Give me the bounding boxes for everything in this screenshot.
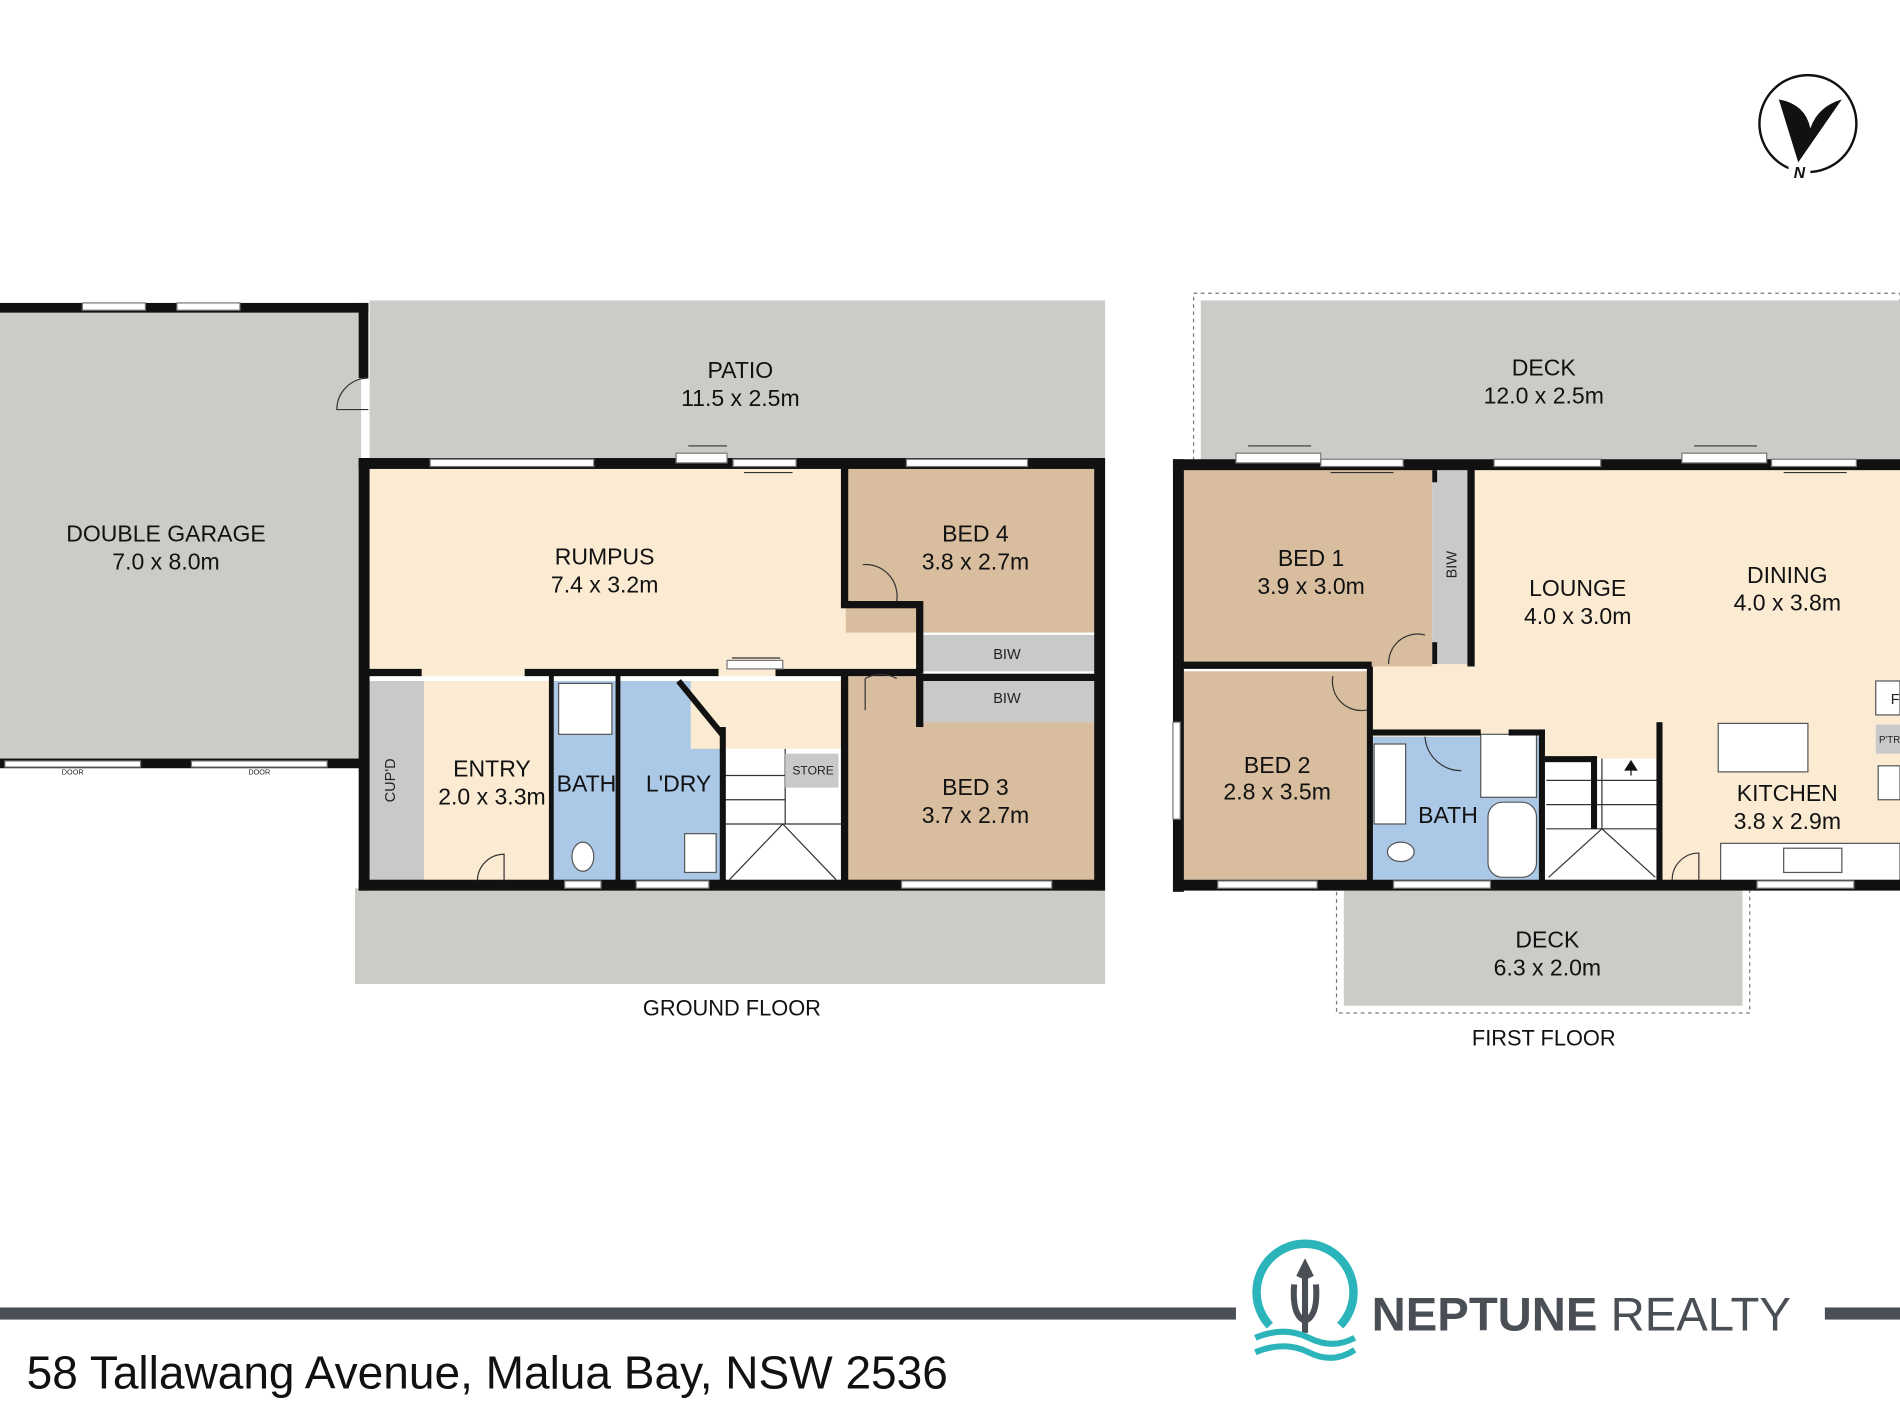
north-arrow-icon: N <box>1758 73 1858 182</box>
biw-bed3 <box>920 678 1098 723</box>
svg-text:ENTRY: ENTRY <box>453 756 531 782</box>
svg-text:3.8 x 2.9m: 3.8 x 2.9m <box>1734 808 1841 834</box>
svg-text:BIW: BIW <box>1445 551 1461 579</box>
double-garage <box>0 310 362 764</box>
svg-text:2.0 x 3.3m: 2.0 x 3.3m <box>438 784 545 810</box>
entry <box>424 680 552 883</box>
room-labels: DOUBLE GARAGE 7.0 x 8.0m PATIO 11.5 x 2.… <box>66 357 1029 828</box>
store <box>785 753 839 788</box>
bed-2 <box>1182 671 1367 880</box>
svg-text:L'DRY: L'DRY <box>646 770 711 796</box>
svg-text:STORE: STORE <box>792 763 834 777</box>
svg-text:PATIO: PATIO <box>708 357 774 383</box>
svg-text:BATH: BATH <box>557 770 617 796</box>
svg-text:DOUBLE GARAGE: DOUBLE GARAGE <box>66 521 266 547</box>
svg-text:4.0 x 3.0m: 4.0 x 3.0m <box>1524 603 1631 629</box>
svg-text:BATH: BATH <box>1418 802 1478 828</box>
svg-text:7.0 x 8.0m: 7.0 x 8.0m <box>112 549 219 575</box>
svg-text:6.3 x 2.0m: 6.3 x 2.0m <box>1494 954 1601 980</box>
svg-text:DECK: DECK <box>1515 927 1580 953</box>
trident-wave-icon <box>1252 1239 1358 1361</box>
room-labels: DECK 12.0 x 2.5m BED 1 3.9 x 3.0m LOUNGE… <box>1223 355 1900 981</box>
svg-text:2.8 x 3.5m: 2.8 x 3.5m <box>1223 779 1330 805</box>
first-floor: DECK 12.0 x 2.5m BED 1 3.9 x 3.0m LOUNGE… <box>1172 292 1900 1051</box>
brand-name: NEPTUNE REALTY <box>1372 1288 1791 1341</box>
svg-text:3.9 x 3.0m: 3.9 x 3.0m <box>1257 573 1364 599</box>
top-deck <box>1200 300 1900 461</box>
svg-text:BED 3: BED 3 <box>942 774 1009 800</box>
footer-rule <box>0 1307 1236 1320</box>
svg-text:P'TRY: P'TRY <box>1879 735 1900 746</box>
garage-door-label: DOOR <box>62 767 84 776</box>
svg-text:CUP'D: CUP'D <box>383 758 399 802</box>
svg-text:DECK: DECK <box>1512 355 1577 381</box>
front-porch <box>355 888 1106 984</box>
svg-text:BED 2: BED 2 <box>1244 752 1311 778</box>
property-address: 58 Tallawang Avenue, Malua Bay, NSW 2536 <box>27 1347 948 1399</box>
cupboard <box>365 680 425 883</box>
bottom-deck <box>1343 890 1743 1006</box>
svg-text:7.4 x 3.2m: 7.4 x 3.2m <box>551 572 658 598</box>
svg-text:BED 1: BED 1 <box>1278 545 1345 571</box>
svg-text:BIW: BIW <box>993 691 1021 707</box>
biw-bed1 <box>1432 470 1472 665</box>
bed-1 <box>1182 467 1433 667</box>
rumpus <box>365 467 846 677</box>
garage-door-label: DOOR <box>248 767 270 776</box>
svg-text:11.5 x 2.5m: 11.5 x 2.5m <box>681 385 800 411</box>
svg-text:4.0 x 3.8m: 4.0 x 3.8m <box>1734 590 1841 616</box>
svg-text:LOUNGE: LOUNGE <box>1529 575 1626 601</box>
svg-text:N: N <box>1794 165 1806 182</box>
svg-text:12.0 x 2.5m: 12.0 x 2.5m <box>1484 383 1604 409</box>
svg-text:3.8 x 2.7m: 3.8 x 2.7m <box>922 549 1029 575</box>
svg-text:3.7 x 2.7m: 3.7 x 2.7m <box>922 802 1029 828</box>
biw-bed4 <box>920 634 1098 672</box>
svg-text:F: F <box>1891 692 1900 708</box>
footer-rule <box>1824 1307 1900 1320</box>
patio <box>369 300 1106 463</box>
svg-text:RUMPUS: RUMPUS <box>555 544 655 570</box>
svg-text:BED 4: BED 4 <box>942 521 1009 547</box>
svg-text:KITCHEN: KITCHEN <box>1737 780 1838 806</box>
first-floor-title: FIRST FLOOR <box>1472 1026 1616 1051</box>
svg-text:BIW: BIW <box>993 647 1021 663</box>
ground-floor: DOOR DOOR <box>0 300 1106 1020</box>
kitchen-island <box>1717 722 1809 773</box>
svg-text:DINING: DINING <box>1747 562 1828 588</box>
ground-floor-title: GROUND FLOOR <box>643 995 821 1020</box>
